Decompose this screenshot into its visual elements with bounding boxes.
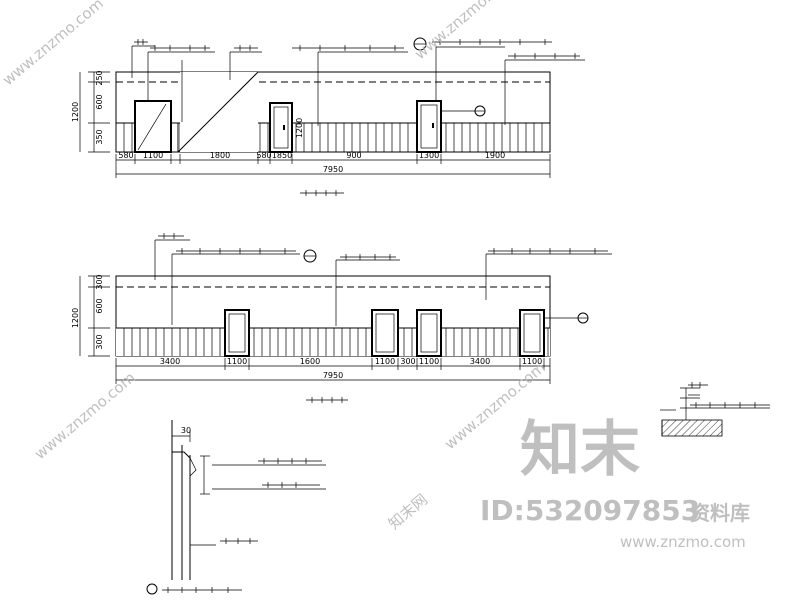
detail-dim-top: 30 [181, 426, 191, 435]
elevation-b-dim-bottom-4: 1100 [375, 357, 395, 366]
elevation-a-dim-bottom-1: 580 [118, 151, 133, 160]
elevation-b-dim-bottom-8: 1100 [522, 357, 542, 366]
elevation-a-title-mark [300, 190, 344, 196]
elevation-a: 250 600 350 1200 1200 580 1100 1800 580 … [71, 37, 585, 196]
elevation-b-door-4 [519, 309, 545, 357]
elevation-b-dim-left-total: 1200 [71, 308, 80, 328]
elevation-a-dim-left-2: 600 [95, 94, 104, 109]
elevation-a-door-2 [416, 100, 442, 153]
elevation-b-dim-left-3: 300 [95, 334, 104, 349]
elevation-b-dim-bottom-6: 1100 [419, 357, 439, 366]
elevation-a-door-1 [269, 102, 293, 153]
elevation-a-dim-bottom-3: 1800 [210, 151, 230, 160]
watermark-id: ID:532097853 [480, 494, 700, 527]
elevation-a-dim-left-3: 350 [95, 129, 104, 144]
elevation-a-leaders [131, 45, 585, 126]
detail-title-mark [162, 587, 242, 593]
detail-title-circle [146, 583, 158, 595]
watermark-url-main: www.znzmo.com [620, 533, 746, 551]
elevation-a-dim-bottom-8: 1900 [485, 151, 505, 160]
elevation-a-door-opening-1 [134, 100, 172, 153]
elevation-b-dim-bottom-3: 1600 [300, 357, 320, 366]
watermark-url-1: www.znzmo.com [0, 0, 107, 89]
elevation-b-door-3 [416, 309, 442, 357]
elevation-b-dim-left-1: 300 [95, 274, 104, 289]
watermark-url-4: www.znzmo.com [411, 0, 519, 63]
elevation-a-dim-bottom-4: 580 [256, 151, 271, 160]
elevation-a-dim-bottom-7: 1300 [419, 151, 439, 160]
elevation-b-dim-total: 7950 [323, 371, 343, 380]
elevation-b-annotation-marks [158, 233, 608, 260]
elevation-b-title-mark [306, 397, 348, 403]
watermark-url-2: www.znzmo.com [31, 368, 139, 463]
elevation-a-dim-bottom-6: 900 [346, 151, 361, 160]
elevation-b-paneling [123, 328, 549, 356]
elevation-b: 300 600 300 1200 3400 1100 1600 1100 300… [71, 233, 612, 403]
elevation-a-dim-bottom-2: 1100 [143, 151, 163, 160]
elevation-a-dim-total: 7950 [323, 165, 343, 174]
elevation-a-outline [115, 71, 551, 153]
elevation-b-dim-left-2: 600 [95, 298, 104, 313]
elevation-a-dim-left-total: 1200 [71, 102, 80, 122]
elevation-a-door-swing-1 [137, 103, 167, 151]
elevation-b-door-1 [224, 309, 250, 357]
elevation-b-dim-bottom-1: 3400 [160, 357, 180, 366]
floor-detail [660, 382, 770, 437]
elevation-b-dim-bottom-7: 3400 [470, 357, 490, 366]
elevation-b-dim-bottom-2: 1100 [227, 357, 247, 366]
elevation-a-dim-left-1: 250 [95, 70, 104, 85]
watermark-library: 资料库 [690, 501, 750, 525]
elevation-a-annotation-marks [134, 39, 580, 59]
elevation-a-dim-door: 1200 [295, 118, 304, 138]
elevation-a-stair-line [177, 71, 259, 153]
elevation-b-door-2 [371, 309, 399, 357]
elevation-b-dim-bottom-5: 300 [400, 357, 415, 366]
elevation-b-leaders [154, 239, 612, 326]
watermark-brand: 知末 [520, 415, 640, 485]
detail-section: 30 [146, 420, 326, 595]
watermark-logo: 知末网 [385, 490, 431, 533]
elevation-a-dim-bottom-5: 1850 [272, 151, 292, 160]
detail-leaders [190, 458, 326, 546]
